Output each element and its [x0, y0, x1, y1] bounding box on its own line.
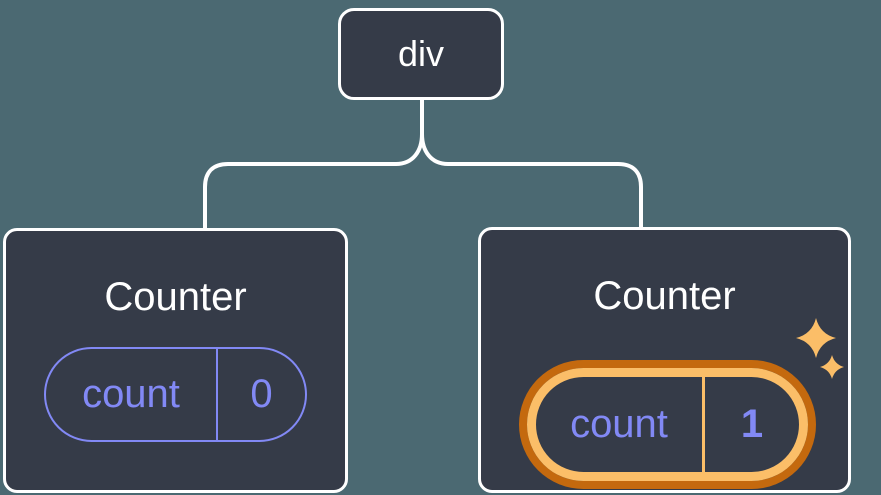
component-title: Counter — [104, 275, 247, 319]
state-value: 1 — [740, 402, 764, 446]
state-pill-highlighted: count 1 — [527, 368, 808, 481]
connector-right-branch — [420, 132, 643, 230]
component-title: Counter — [593, 274, 736, 318]
connector-left-branch — [203, 98, 424, 231]
tree-node-div-label: div — [397, 33, 445, 74]
sparkles-icon — [796, 318, 844, 379]
state-key-label: count — [46, 349, 218, 440]
state-key-label: count — [536, 377, 705, 472]
state-value: 0 — [250, 372, 273, 416]
sparkle-small — [820, 355, 844, 379]
tree-node-div: div — [338, 8, 504, 100]
tree-node-counter-second: Counter count 1 — [478, 227, 851, 493]
tree-node-counter-first: Counter count 0 — [3, 228, 348, 493]
state-pill: count 0 — [44, 347, 307, 442]
sparkle-large — [796, 318, 836, 358]
